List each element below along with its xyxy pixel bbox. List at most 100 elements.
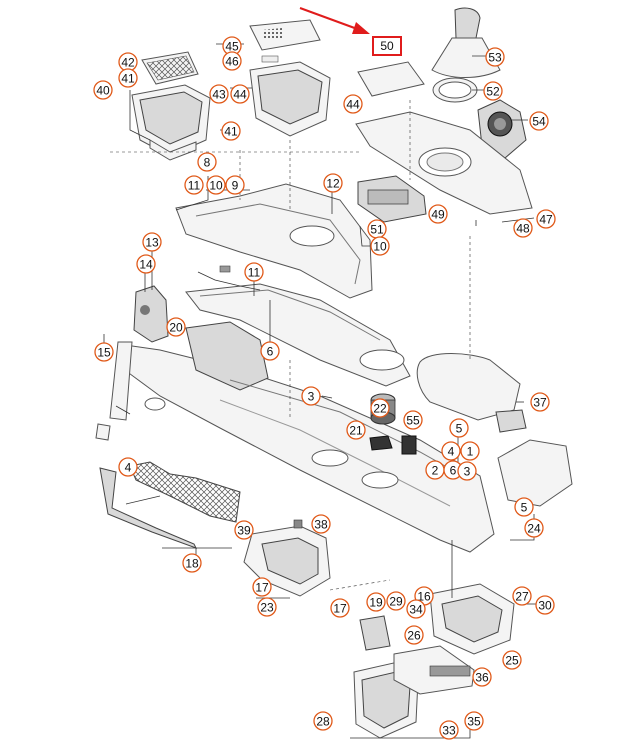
callout-circle — [166, 317, 186, 337]
callout-label: 37 — [533, 396, 547, 410]
callout-circle — [234, 520, 254, 540]
callout-11: 11 — [184, 175, 204, 195]
callout-12: 12 — [323, 173, 343, 193]
callout-label: 5 — [456, 422, 463, 436]
callout-label: 25 — [505, 654, 519, 668]
callout-label: 36 — [475, 671, 489, 685]
callout-circle — [512, 586, 532, 606]
callout-circle — [142, 232, 162, 252]
bracket-49 — [357, 175, 427, 223]
callout-label: 6 — [450, 464, 457, 478]
callout-1: 1 — [460, 441, 480, 461]
callout-23: 23 — [257, 597, 277, 617]
storage-tray-left — [131, 51, 211, 161]
callout-label: 45 — [225, 40, 239, 54]
callout-36: 36 — [472, 667, 492, 687]
callout-label: 30 — [538, 599, 552, 613]
callout-circle — [441, 441, 461, 461]
callout-33: 33 — [439, 720, 459, 740]
callout-circle — [221, 121, 241, 141]
callout-label: 38 — [314, 518, 328, 532]
callout-label: 26 — [407, 629, 421, 643]
callout-52: 52 — [483, 81, 503, 101]
callout-label: 14 — [139, 258, 153, 272]
callout-circle — [343, 94, 363, 114]
callout-label: 51 — [370, 223, 384, 237]
callout-circle — [460, 441, 480, 461]
callout-circle — [301, 386, 321, 406]
callout-label: 41 — [224, 125, 238, 139]
callout-label: 42 — [121, 56, 135, 70]
guide-lines — [110, 100, 471, 591]
callout-51: 51 — [367, 219, 387, 239]
callout-circle — [529, 111, 549, 131]
callout-circle — [222, 51, 242, 71]
callout-3: 3 — [457, 461, 477, 481]
callout-label: 47 — [539, 213, 553, 227]
callout-10: 10 — [370, 236, 390, 256]
callout-circle — [252, 577, 272, 597]
callout-label: 53 — [488, 51, 502, 65]
callout-label: 33 — [442, 724, 456, 738]
callout-11: 11 — [244, 262, 264, 282]
callout-9: 9 — [225, 175, 245, 195]
callout-10: 10 — [206, 175, 226, 195]
callout-30: 30 — [535, 595, 555, 615]
callout-circle — [513, 218, 533, 238]
callout-circle — [428, 204, 448, 224]
callout-label: 46 — [225, 55, 239, 69]
callout-label: 1 — [467, 445, 474, 459]
callout-circle — [406, 599, 426, 619]
callout-label: 20 — [169, 321, 183, 335]
callout-circle — [457, 461, 477, 481]
callout-circle — [472, 667, 492, 687]
rear-box-25 — [429, 583, 515, 655]
callout-label: 41 — [121, 72, 135, 86]
callout-circle — [323, 173, 343, 193]
callout-43: 43 — [209, 84, 229, 104]
callout-circle — [514, 497, 534, 517]
bracket-14 — [133, 285, 169, 343]
callout-circle — [197, 152, 217, 172]
callout-label: 27 — [515, 590, 529, 604]
callout-circle — [260, 341, 280, 361]
callout-label: 24 — [527, 522, 541, 536]
callout-41: 41 — [221, 121, 241, 141]
callout-46: 46 — [222, 51, 242, 71]
callout-22: 22 — [370, 398, 390, 418]
callout-circle — [386, 591, 406, 611]
callout-label: 21 — [349, 424, 363, 438]
callout-4: 4 — [441, 441, 461, 461]
callout-25: 25 — [502, 650, 522, 670]
callout-44: 44 — [343, 94, 363, 114]
callout-49: 49 — [428, 204, 448, 224]
callout-label: 18 — [185, 557, 199, 571]
callout-21: 21 — [346, 420, 366, 440]
callout-3: 3 — [301, 386, 321, 406]
callout-label: 54 — [532, 115, 546, 129]
callout-19: 19 — [366, 592, 386, 612]
callout-circle — [311, 514, 331, 534]
callout-29: 29 — [386, 591, 406, 611]
callout-24: 24 — [524, 518, 544, 538]
callout-14: 14 — [136, 254, 156, 274]
lower-trim-6 — [185, 265, 411, 387]
callout-label: 29 — [389, 595, 403, 609]
callout-circle — [485, 47, 505, 67]
callout-circle — [330, 598, 350, 618]
callout-17: 17 — [330, 598, 350, 618]
callout-label: 4 — [125, 461, 132, 475]
side-net-24 — [95, 341, 241, 549]
callout-42: 42 — [118, 52, 138, 72]
callout-34: 34 — [406, 599, 426, 619]
callout-label: 39 — [237, 524, 251, 538]
callout-label: 3 — [308, 390, 315, 404]
console-body — [117, 321, 495, 553]
callout-26: 26 — [404, 625, 424, 645]
callout-label: 44 — [346, 98, 360, 112]
callout-label: 10 — [373, 240, 387, 254]
callout-circle — [464, 711, 484, 731]
callout-circle — [244, 262, 264, 282]
